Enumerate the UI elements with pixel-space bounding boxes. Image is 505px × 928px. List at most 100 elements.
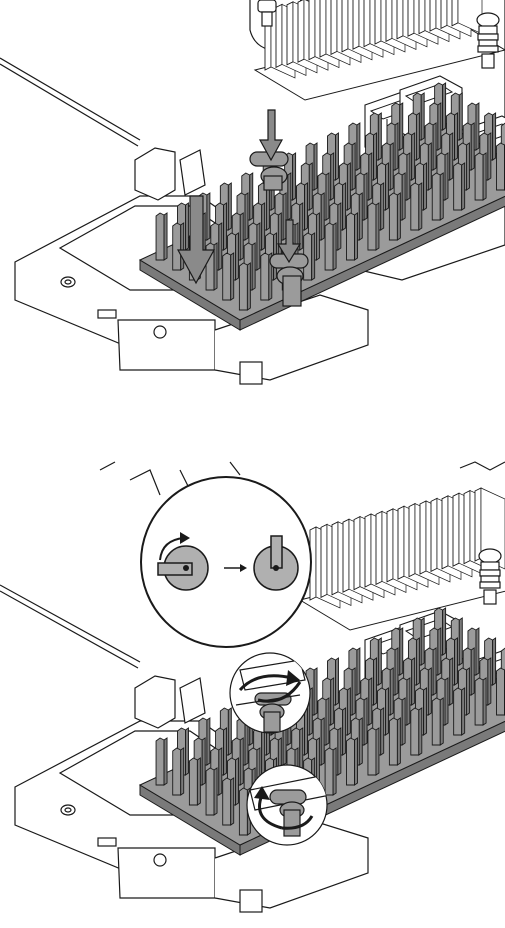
heatsink-plate-fin [442,496,448,569]
heatsink-fin [325,223,333,270]
heatsink-plate-fin [331,0,337,54]
heatsink-fin-side [428,668,431,715]
latch-rear[interactable] [250,152,288,190]
heatsink-plate-fin [408,0,414,36]
heatsink-plate-fin [387,509,393,582]
heatsink-fin-side [333,223,336,270]
heatsink-fin-side [385,688,388,735]
heatsink-fin [261,253,269,300]
heatsink-fin-side [235,758,238,805]
heatsink-fin-side [378,113,381,160]
heatsink-fin-side [374,658,377,705]
heatsink-fin-side [352,143,355,190]
heatsink-plate-fin [420,501,426,574]
heatsink-fin-side [421,93,424,140]
heatsink-fin-side [326,698,329,745]
heatsink-plate-fin [353,0,359,49]
heatsink-fin-side [224,203,227,250]
heatsink-plate-fin [276,4,282,67]
heatsink-fin-side [390,143,393,190]
heatsink-fin-side [462,688,465,735]
heatsink-fin-side [331,153,334,200]
heatsink-fin-side [331,678,334,725]
heatsink-fin [173,223,181,270]
heatsink-fin-side [305,708,308,755]
heatsink-fin-side [245,193,248,240]
heatsink-fin-side [197,758,200,805]
heatsink-fin-side [390,668,393,715]
heatsink-plate-fin [375,0,381,44]
step-2-rotate-latches [0,462,505,912]
heatsink-fin-side [355,738,358,785]
heatsink-fin-side [305,183,308,230]
heatsink-fin [389,718,397,765]
heatsink-fin-side [207,718,210,765]
heatsink-plate-fin [343,519,349,592]
heatsink-plate-fin [320,0,326,57]
heatsink-fin-side [476,103,479,150]
heatsink-fin-side [309,163,312,210]
heatsink-fin-side [369,678,372,725]
heatsink-fin-side [252,243,255,290]
rear-latch-callout [230,653,310,733]
heatsink-fin-side [428,143,431,190]
heatsink-fin [325,748,333,795]
heatsink-fin [454,688,462,735]
heatsink-plate-fin [453,493,459,566]
heatsink-fin-side [364,698,367,745]
heatsink-fin [411,183,419,230]
heatsink-fin-side [352,668,355,715]
heatsink-fin-side [262,203,265,250]
heatsink-plate-fin [364,0,370,47]
heatsink-fin-side [466,668,469,715]
heatsink-fin [156,738,164,785]
heatsink-fin-side [185,203,188,250]
heatsink-fin-side [450,658,453,705]
heatsink-plate-fin [365,514,371,587]
heatsink-plate-fin [397,0,403,39]
latch-rotate-detail [141,477,311,647]
heatsink-plate-fin [309,0,315,60]
heatsink-fin-side [419,708,422,755]
heatsink-fin [389,193,397,240]
heatsink-fin [475,153,483,200]
heatsink-fin-side [433,123,436,170]
heatsink-fin-side [185,728,188,775]
heatsink-fin [347,213,355,260]
heatsink-plate-fin [441,0,447,28]
heatsink-plate-fin [398,506,404,579]
heatsink-fin-side [240,738,243,785]
heatsink-fin-side [250,173,253,220]
heatsink-fin-side [335,658,338,705]
spring-standoff-right [477,13,499,68]
heatsink-fin-side [376,728,379,775]
heatsink-fin-side [459,93,462,140]
heatsink-fin-side [333,748,336,795]
heatsink-fin-side [314,143,317,190]
heatsink-fin-side [488,658,491,705]
heatsink-fin-side [400,628,403,675]
heatsink-fin-side [202,738,205,785]
heatsink-fin-side [376,203,379,250]
heatsink-fin-side [228,183,231,230]
heatsink-fin-side [483,678,486,725]
heatsink-fin-side [412,658,415,705]
heatsink-fin [156,213,164,260]
heatsink-fin [497,668,505,715]
heatsink-fin-side [462,163,465,210]
heatsink-fin-side [347,163,350,210]
heatsink-fin-side [231,253,234,300]
heatsink-plate-fin [287,2,293,65]
heatsink-fin-side [219,748,222,795]
heatsink-fin-side [381,183,384,230]
heatsink-fin-side [312,233,315,280]
heatsink-fin-side [445,153,448,200]
heatsink-fin-side [224,728,227,775]
heatsink-fin-side [433,648,436,695]
heatsink-plate-fin [409,504,415,577]
heatsink-fin-side [402,173,405,220]
heatsink-fin [411,708,419,755]
heatsink-fin [368,203,376,250]
heatsink-fin-side [407,678,410,725]
heatsink-fin-side [321,718,324,765]
